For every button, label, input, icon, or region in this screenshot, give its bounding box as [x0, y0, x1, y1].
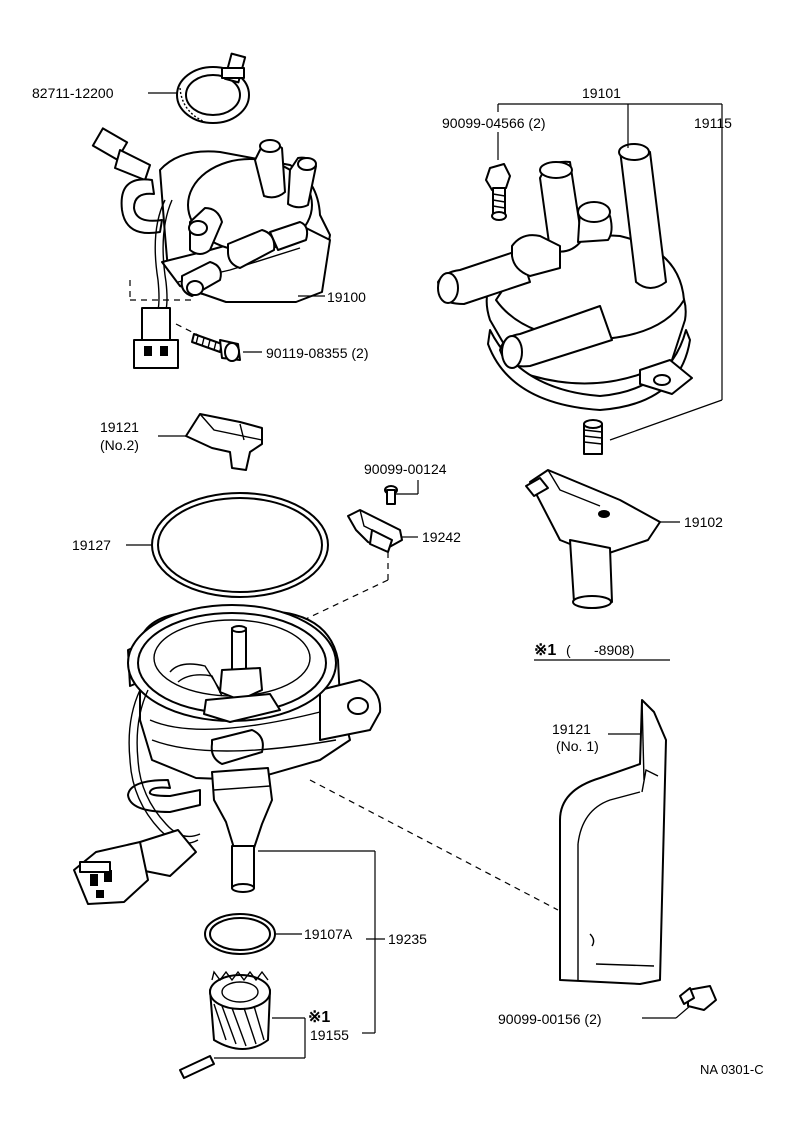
label-19155: 19155 — [310, 1027, 349, 1043]
note-range-mark: ※1 — [534, 642, 556, 659]
note-range-text: ( -8908) — [566, 642, 634, 658]
bolt-90119 — [191, 333, 241, 362]
label-90119-08355: 90119-08355 (2) — [266, 345, 368, 361]
label-19100: 19100 — [327, 289, 366, 305]
label-19121-no2: 19121 — [100, 419, 139, 435]
o-ring-19127 — [151, 492, 329, 598]
label-19127: 19127 — [72, 537, 111, 553]
screw-90099-00156 — [679, 985, 717, 1011]
label-19121-no2-sub: (No.2) — [100, 437, 139, 453]
shield-no2 — [185, 413, 263, 471]
distributor-assembly — [91, 127, 331, 369]
clip-19242 — [347, 509, 403, 553]
hose-clamp — [176, 52, 250, 124]
bolt-90099-04566 — [485, 163, 511, 221]
label-90099-00156: 90099-00156 (2) — [498, 1011, 602, 1027]
note-mark: ※1 — [308, 1009, 330, 1026]
distributor-housing — [73, 604, 382, 905]
rotor-19102 — [525, 469, 661, 609]
label-19107a: 19107A — [304, 926, 353, 942]
o-ring-19107a — [204, 913, 276, 955]
distributor-cap-19101 — [437, 143, 693, 411]
label-19242: 19242 — [422, 529, 461, 545]
label-19121-no1: 19121 — [552, 721, 591, 737]
shield-no1 — [559, 699, 667, 985]
label-90099-04566: 90099-04566 (2) — [442, 115, 546, 131]
drive-gear-19155 — [179, 970, 271, 1079]
label-19101: 19101 — [582, 85, 621, 101]
label-90099-00124: 90099-00124 — [364, 461, 447, 477]
label-19121-no1-sub: (No. 1) — [556, 738, 599, 754]
screw-90099-00124 — [384, 485, 398, 505]
label-19235: 19235 — [388, 931, 427, 947]
label-19102: 19102 — [684, 514, 723, 530]
spring-19115 — [583, 419, 603, 455]
label-82711-12200: 82711-12200 — [32, 85, 114, 101]
footer-code: NA 0301-C — [700, 1062, 764, 1077]
label-19115: 19115 — [694, 115, 732, 131]
